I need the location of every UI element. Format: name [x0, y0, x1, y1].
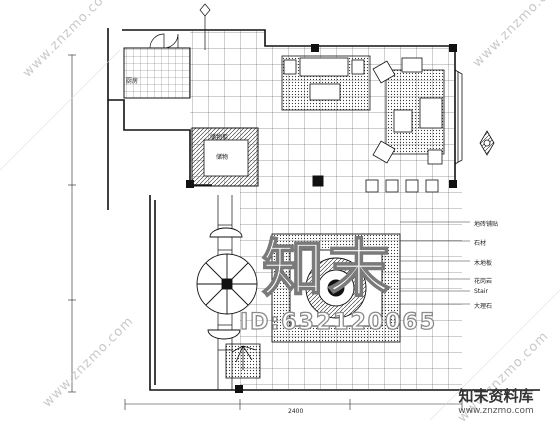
label-entry-room: 厨房	[126, 78, 139, 85]
brand-badge: 知末资料库 www.znzmo.com	[440, 385, 552, 416]
note-5: 大理石	[474, 303, 493, 310]
round-table	[196, 227, 258, 340]
dim-top-label: 2400	[288, 408, 304, 415]
right-window	[454, 69, 463, 165]
left-dimension-line	[68, 54, 76, 393]
label-cabinet-bottom: 储物	[216, 154, 229, 161]
north-arrow-icon	[479, 130, 495, 156]
sofa-set-top	[281, 55, 371, 111]
door-swing	[149, 33, 179, 49]
label-cabinet-top: 储物柜	[210, 134, 229, 141]
note-1: 石材	[474, 240, 487, 247]
brand-name: 知末资料库	[458, 387, 534, 405]
note-0: 地砖铺贴	[474, 221, 499, 228]
bottom-dimension-line	[124, 399, 463, 410]
brand-url: www.znzmo.com	[458, 406, 534, 416]
upper-strip-floor	[190, 30, 265, 46]
watermark-strokes	[0, 49, 560, 420]
section-marker-icon	[199, 3, 211, 50]
note-2: 木地板	[474, 260, 493, 267]
storage-cabinet	[191, 127, 259, 187]
columns	[186, 44, 457, 393]
note-3: 花岗岩	[474, 278, 493, 285]
watermark-logo: 知末	[261, 231, 395, 306]
watermark-id: ID:632120065	[239, 309, 438, 335]
planter	[225, 343, 261, 379]
leader-lines	[400, 221, 470, 305]
chair-row	[365, 179, 439, 193]
sofa-set-right	[372, 57, 445, 165]
note-4: Stair	[474, 288, 488, 295]
entry-room-floor	[123, 47, 191, 99]
column-marker	[312, 175, 324, 187]
rug	[271, 233, 401, 343]
